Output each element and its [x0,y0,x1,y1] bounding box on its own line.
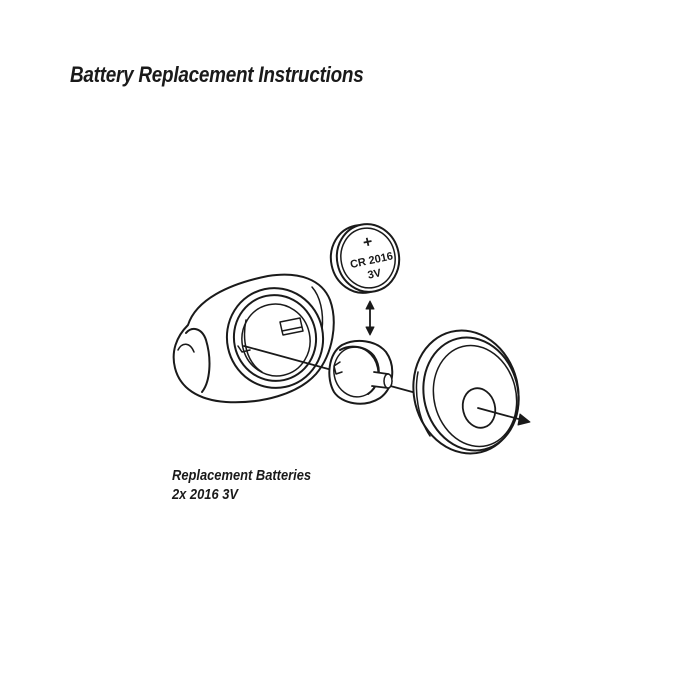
battery-voltage-label: 3V [367,267,383,282]
battery-cover [412,329,520,455]
insert-arrow [365,300,375,336]
battery-holder [328,339,394,405]
coin-battery [329,223,401,294]
page-title: Battery Replacement Instructions [70,62,364,87]
caption-line-2: 2x 2016 3V [172,486,239,503]
battery-plus-sign: + [361,233,374,252]
removal-arrow [477,407,531,426]
replacement-caption: Replacement Batteries 2x 2016 3V [172,466,311,504]
caption-line-1: Replacement Batteries [172,467,312,484]
device-housing [172,273,335,404]
